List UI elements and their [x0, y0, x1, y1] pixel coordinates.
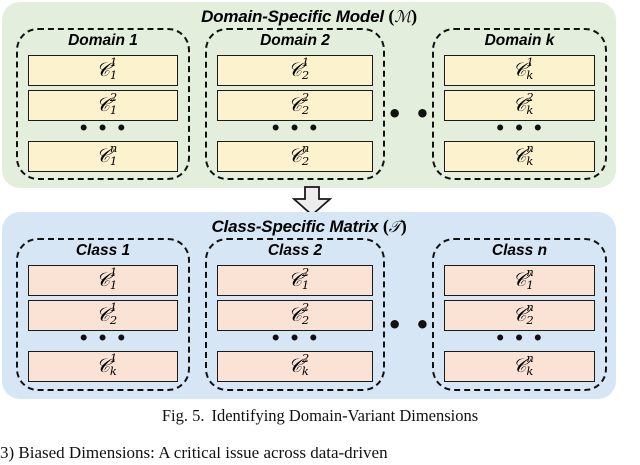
figure-number: Fig. 5.	[161, 406, 205, 425]
group-domain-2-label: Domain 2	[260, 32, 330, 49]
class-title-close-paren: )	[400, 216, 407, 236]
body-paragraph-partial: 3) Biased Dimensions: A critical issue a…	[0, 447, 640, 465]
vertical-ellipsis-domain-2: • • •	[270, 119, 320, 139]
vertical-ellipsis-class-1: • • •	[78, 329, 128, 349]
domain-title-close-paren: )	[411, 6, 417, 26]
group-class-n-label: Class n	[491, 242, 548, 259]
domain-title-open-paren: (	[388, 6, 395, 26]
vertical-ellipsis-class-n: • • •	[494, 329, 545, 349]
body-paragraph-line: 3) Biased Dimensions: A critical issue a…	[0, 447, 388, 462]
figure-caption: Fig. 5. Identifying Domain-Variant Dimens…	[0, 406, 640, 426]
class-panel-title: Class-Specific Matrix (𝒯)	[2, 216, 616, 237]
down-arrow-icon	[291, 186, 333, 216]
vertical-ellipsis-domain-k: • • •	[494, 119, 545, 139]
vertical-ellipsis-domain-1: • • •	[78, 119, 128, 139]
domain-title-symbol: ℳ	[394, 7, 412, 26]
figure-caption-text: Identifying Domain-Variant Dimensions	[211, 406, 479, 425]
vertical-ellipsis-class-2: • • •	[270, 329, 320, 349]
class-title-symbol: 𝒯	[388, 217, 401, 236]
group-domain-k-label: Domain k	[484, 32, 555, 49]
class-panel-title-text: Class-Specific Matrix	[211, 217, 379, 236]
group-domain-1-label: Domain 1	[68, 32, 138, 49]
group-class-1-label: Class 1	[75, 242, 131, 259]
group-class-2-label: Class 2	[267, 242, 323, 259]
domain-panel-title: Domain-Specific Model (ℳ)	[2, 6, 616, 27]
class-title-open-paren: (	[382, 216, 389, 236]
domain-panel-title-text: Domain-Specific Model	[201, 7, 384, 26]
